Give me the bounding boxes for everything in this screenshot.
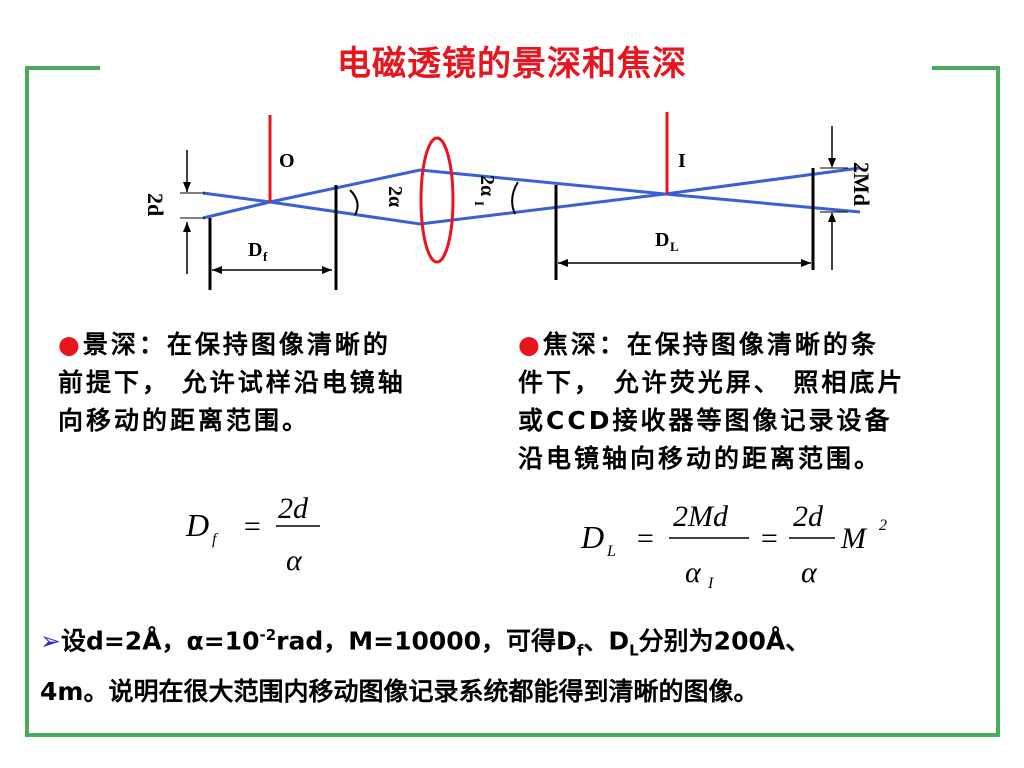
- svg-text:M: M: [840, 522, 868, 555]
- svg-text:2Md: 2Md: [673, 500, 729, 533]
- depth-of-focus-text: ●焦深：在保持图像清晰的条 件下， 允许荧光屏、 照相底片 或CCD接收器等图像…: [518, 326, 988, 478]
- svg-text:=: =: [242, 510, 262, 543]
- svg-text:=: =: [759, 522, 779, 555]
- label-2alpha: 2α: [384, 186, 406, 207]
- formula-depth-of-field: D f = 2d α: [185, 492, 320, 577]
- label-2alphaI: 2α: [476, 175, 498, 196]
- svg-text:α: α: [286, 544, 303, 577]
- label-O: O: [279, 150, 295, 172]
- lens-diagram: O I 2d 2α 2α I 2Md D f D L: [143, 112, 874, 290]
- angle-arc-right: [511, 181, 519, 215]
- label-2Md: 2Md: [849, 162, 874, 206]
- svg-text:α: α: [685, 556, 702, 589]
- label-Df-sub: f: [263, 249, 268, 264]
- angle-arc-left: [349, 189, 359, 216]
- depth-of-field-text: ●景深：在保持图像清晰的 前提下， 允许试样沿电镜轴 向移动的距离范围。: [58, 326, 478, 440]
- note-line-1: ➢设d=2Å，α=10-2rad，M=10000，可得Df、DL分别为200Å、: [40, 626, 811, 660]
- left-line-1: 景深：在保持图像清晰的: [82, 330, 391, 359]
- bullet-icon: ●: [518, 330, 543, 359]
- svg-text:2: 2: [879, 517, 887, 534]
- svg-text:D: D: [185, 507, 209, 543]
- label-I: I: [678, 150, 686, 172]
- svg-text:2d: 2d: [278, 492, 309, 525]
- ray-b: [202, 168, 861, 220]
- example-note: ➢设d=2Å，α=10-2rad，M=10000，可得Df、DL分别为200Å、…: [40, 614, 1000, 713]
- left-line-2: 前提下， 允许试样沿电镜轴: [58, 368, 406, 397]
- svg-text:D: D: [580, 519, 604, 555]
- bullet-icon: ●: [58, 330, 83, 359]
- svg-text:f: f: [212, 531, 219, 548]
- formula-depth-of-focus: D L = 2Md α I = 2d α M 2: [580, 500, 887, 592]
- right-line-1: 焦深：在保持图像清晰的条: [542, 330, 879, 359]
- label-Df: D: [248, 239, 262, 261]
- label-2alphaI-sub: I: [472, 201, 487, 206]
- left-line-3: 向移动的距离范围。: [58, 406, 311, 435]
- svg-text:L: L: [606, 543, 616, 560]
- right-line-4: 沿电镜轴向移动的距离范围。: [518, 444, 883, 473]
- svg-text:2d: 2d: [793, 500, 824, 533]
- label-DL: D: [655, 229, 669, 251]
- note-line-2: 4m。说明在很大范围内移动图像记录系统都能得到清晰的图像。: [40, 677, 759, 707]
- right-line-3: 或CCD接收器等图像记录设备: [518, 406, 893, 435]
- lens-ellipse: [419, 136, 455, 264]
- svg-text:I: I: [707, 575, 714, 592]
- svg-text:=: =: [635, 522, 655, 555]
- right-line-2: 件下， 允许荧光屏、 照相底片: [518, 368, 906, 397]
- ray-a: [202, 166, 861, 226]
- page-title: 电磁透镜的景深和焦深: [337, 44, 687, 84]
- arrow-bullet-icon: ➢: [40, 626, 61, 656]
- label-2d: 2d: [143, 193, 168, 216]
- label-DL-sub: L: [670, 239, 679, 254]
- svg-text:α: α: [801, 556, 818, 589]
